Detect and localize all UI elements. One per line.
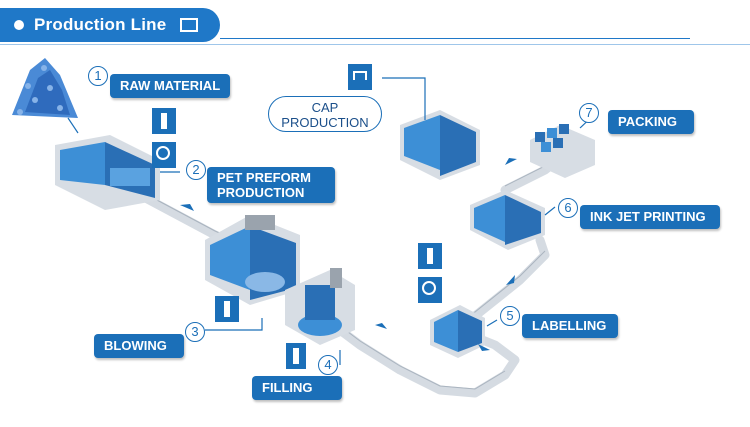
step-number-1: 1 [88, 66, 108, 86]
labelling-machine [430, 305, 485, 358]
step-number-2: 2 [186, 160, 206, 180]
cap-machine [400, 110, 480, 180]
quality-check-icon [418, 277, 442, 303]
step-number-4: 4 [318, 355, 338, 375]
blowing-machine [205, 215, 300, 305]
step-number-6: 6 [558, 198, 578, 218]
step-label-raw-material: RAW MATERIAL [110, 74, 231, 98]
arrow-icon [180, 204, 194, 211]
step-label-line2: PRODUCTION [217, 185, 305, 200]
step-number-5: 5 [500, 306, 520, 326]
arrow-icon [478, 344, 490, 351]
step-label-ink-jet-printing: INK JET PRINTING [580, 205, 720, 229]
page-title: Production Line [34, 15, 167, 34]
bullet-dot-icon [14, 20, 24, 30]
cap-label-line1: CAP [311, 100, 339, 115]
arrow-icon [505, 158, 517, 165]
step-label-labelling: LABELLING [522, 314, 618, 338]
step-label-line1: PET PREFORM [217, 170, 311, 185]
step-label-packing: PACKING [608, 110, 694, 134]
header-divider [220, 38, 690, 39]
label-connectors [67, 77, 598, 365]
step-label-filling: FILLING [252, 376, 342, 400]
cap-icon [348, 64, 372, 90]
step-number-3: 3 [185, 322, 205, 342]
arrow-icon [375, 323, 387, 329]
raw-material-pellets [12, 58, 78, 118]
section-header: Production Line [0, 8, 220, 42]
cap-label-line2: PRODUCTION [281, 115, 369, 130]
filling-machine [285, 268, 355, 345]
packing-machine [530, 124, 595, 178]
arrow-icon [506, 275, 515, 285]
header-divider-light [0, 44, 750, 45]
step-label-blowing: BLOWING [94, 334, 184, 358]
cap-production-label: CAP PRODUCTION [268, 96, 382, 132]
inspection-icon [152, 142, 176, 168]
step-number-7: 7 [579, 103, 599, 123]
icon-boxes [152, 64, 442, 369]
flow-arrows [180, 158, 517, 351]
envelope-icon[interactable] [180, 18, 198, 32]
step-label-pet-preform: PET PREFORM PRODUCTION [207, 167, 335, 203]
preform-machine [55, 135, 160, 210]
conveyor-belt [135, 145, 575, 398]
ink-jet-machine [470, 190, 545, 250]
